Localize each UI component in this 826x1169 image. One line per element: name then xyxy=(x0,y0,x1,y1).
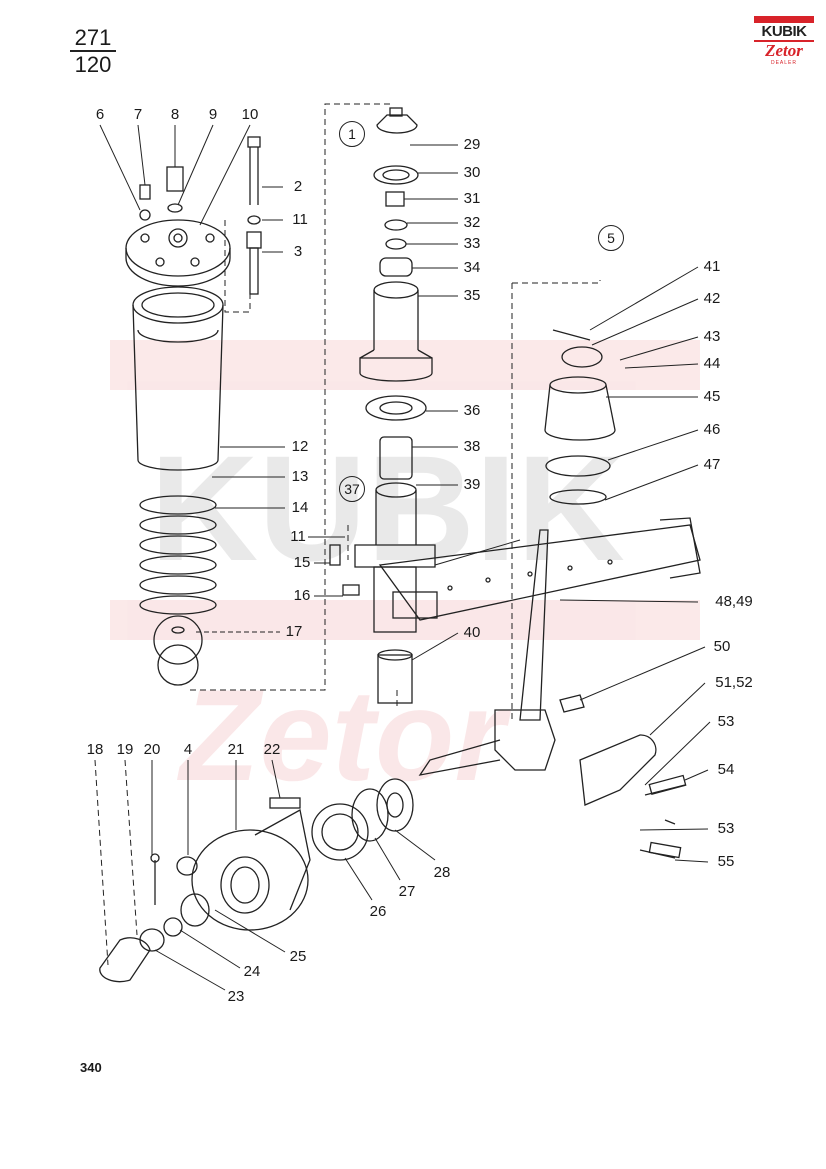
callout: 21 xyxy=(227,741,245,758)
callout: 18 xyxy=(86,741,104,758)
callout: 11 xyxy=(292,211,308,228)
callout: 33 xyxy=(463,235,481,252)
rubber-buffer xyxy=(153,615,203,686)
callout: 36 xyxy=(463,402,481,419)
callout: 13 xyxy=(291,468,309,485)
callout: 29 xyxy=(463,136,481,153)
callout: 28 xyxy=(433,864,451,881)
callout: 53 xyxy=(717,820,735,837)
top-plate xyxy=(125,219,231,287)
callout: 17 xyxy=(285,623,303,640)
callout: 24 xyxy=(243,963,261,980)
callout: 22 xyxy=(263,741,281,758)
callout: 50 xyxy=(713,638,731,655)
callout: 27 xyxy=(398,883,416,900)
coil-spring xyxy=(139,495,217,615)
callout: 43 xyxy=(703,328,721,345)
wheel-hub xyxy=(99,778,414,983)
callout: 20 xyxy=(143,741,161,758)
callout: 26 xyxy=(369,903,387,920)
callout: 38 xyxy=(463,438,481,455)
page-number: 340 xyxy=(80,1060,102,1075)
callout: 3 xyxy=(293,243,303,260)
callout: 25 xyxy=(289,948,307,965)
callout: 45 xyxy=(703,388,721,405)
callout: 53 xyxy=(717,713,735,730)
callout: 15 xyxy=(293,554,311,571)
callout: 44 xyxy=(703,355,721,372)
callout: 19 xyxy=(116,741,134,758)
kingpin-parts xyxy=(354,107,436,704)
callout: 31 xyxy=(463,190,481,207)
axle-beam xyxy=(378,517,701,621)
callout: 8 xyxy=(170,106,180,123)
callout: 34 xyxy=(463,259,481,276)
callout: 6 xyxy=(95,106,105,123)
circled-group-label: 1 xyxy=(339,121,365,147)
callout: 30 xyxy=(463,164,481,181)
callout: 40 xyxy=(463,624,481,641)
callout: 16 xyxy=(293,587,311,604)
callout: 48,49 xyxy=(715,593,753,610)
fraction-bottom: 120 xyxy=(74,52,112,77)
callout: 47 xyxy=(703,456,721,473)
callout: 23 xyxy=(227,988,245,1005)
callout: 35 xyxy=(463,287,481,304)
stub-axle xyxy=(418,529,657,806)
cylinder-tube xyxy=(132,286,224,471)
kubik-zetor-logo: KUBIK Zetor DEALER xyxy=(754,16,814,72)
callout: 46 xyxy=(703,421,721,438)
callout: 10 xyxy=(241,106,259,123)
callout: 42 xyxy=(703,290,721,307)
page-reference: 271 120 xyxy=(70,26,116,78)
callout: 4 xyxy=(183,741,193,758)
callout: 12 xyxy=(291,438,309,455)
circled-group-label: 5 xyxy=(598,225,624,251)
watermark: KUBIK Zetor xyxy=(110,340,700,808)
callout: 41 xyxy=(703,258,721,275)
callout: 32 xyxy=(463,214,481,231)
svg-text:Zetor: Zetor xyxy=(176,662,511,808)
callout: 11 xyxy=(290,528,306,545)
rubber-boot xyxy=(544,329,616,505)
callout: 9 xyxy=(208,106,218,123)
callout: 51,52 xyxy=(715,674,753,691)
fraction-top: 271 xyxy=(70,26,116,52)
callout: 7 xyxy=(133,106,143,123)
callout: 55 xyxy=(717,853,735,870)
circled-group-label: 37 xyxy=(339,476,365,502)
callout: 14 xyxy=(291,499,309,516)
callout: 39 xyxy=(463,476,481,493)
callout: 2 xyxy=(293,178,303,195)
callout: 54 xyxy=(717,761,735,778)
